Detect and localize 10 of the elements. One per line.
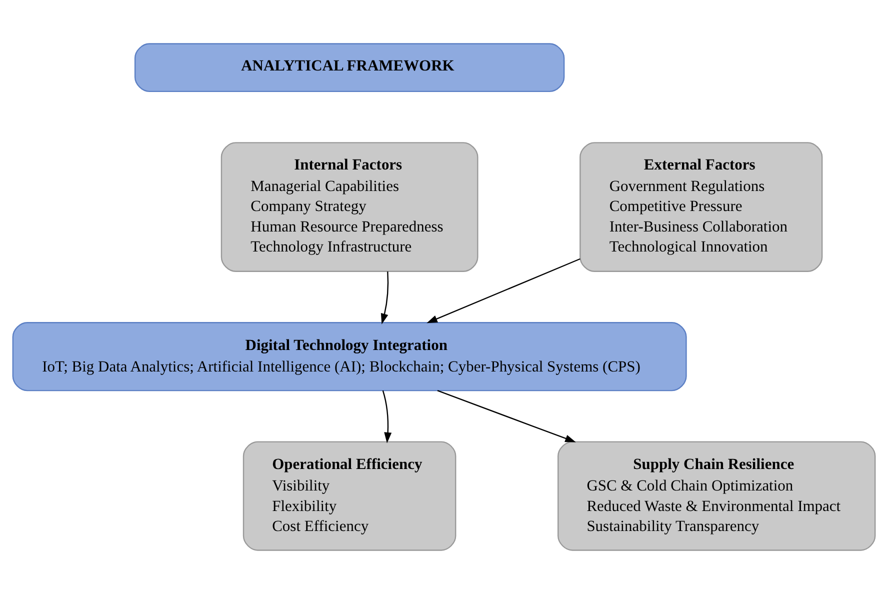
arrow <box>380 271 389 324</box>
node-box: Internal Factors Managerial Capabilities Company Strategy Human Resource Preparedness Technology Infrastructure <box>220 142 478 272</box>
arrow <box>437 390 576 442</box>
node-box: ANALYTICAL FRAMEWORK <box>134 43 565 92</box>
arrow <box>426 258 580 324</box>
node-box: Operational Efficiency Visibility Flexibility Cost Efficiency <box>242 441 456 551</box>
node-box: Digital Technology Integration IoT; Big Data Analytics; Artificial Intelligence (AI); Blockchain; Cyber-Physical Systems (CPS) <box>12 322 687 392</box>
node-box: Supply Chain Resilience GSC & Cold Chain Optimization Reduced Waste & Environmental Impact Sustainability Transparency <box>558 441 876 551</box>
arrow <box>382 390 392 444</box>
node-box: External Factors Government Regulations Competitive Pressure Inter-Business Collaboration Technological Innovation <box>580 142 823 272</box>
